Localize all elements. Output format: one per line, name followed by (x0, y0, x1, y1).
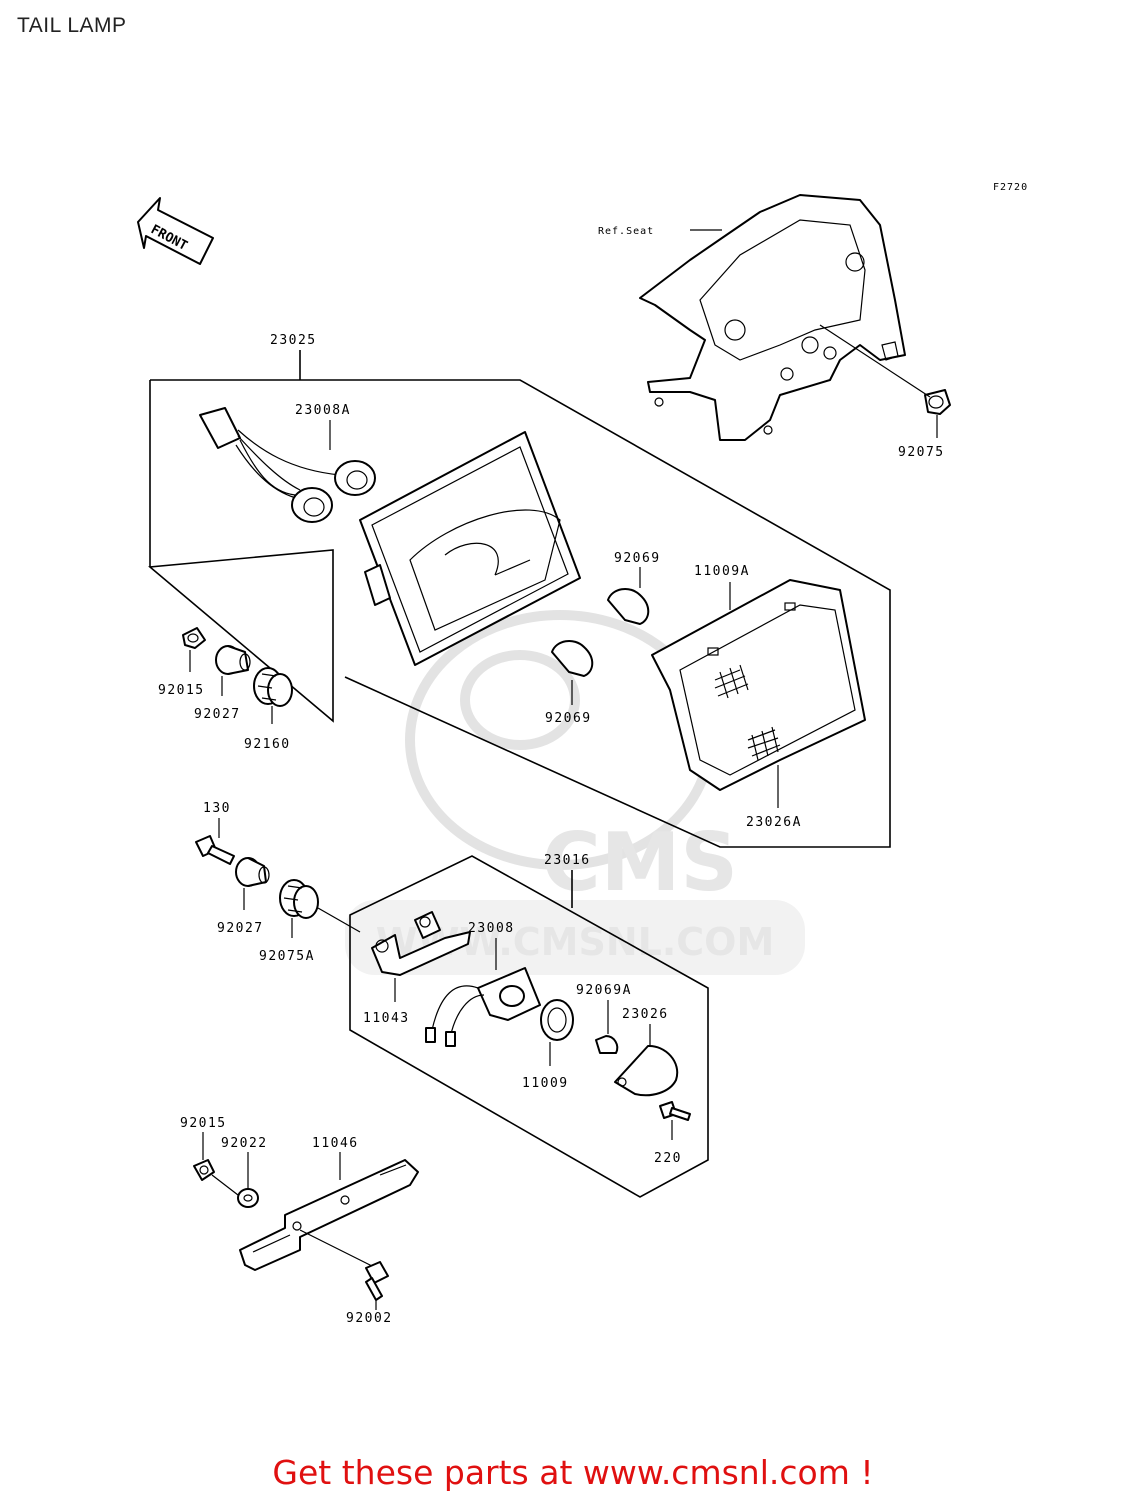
front-arrow-icon: FRONT (137, 197, 214, 265)
label-220: 220 (654, 1151, 682, 1166)
part-92069A-bulb (595, 1035, 619, 1054)
part-92069-bulb-lower (551, 640, 594, 677)
label-92069-lower: 92069 (545, 711, 592, 726)
exploded-parts-diagram: CMS WWW.CMSNL.COM F2720 FRONT Ref.Seat 9… (137, 182, 1028, 1326)
label-92075A: 92075A (259, 949, 315, 964)
part-23008A-harness (199, 407, 376, 523)
label-92027-upper: 92027 (194, 707, 241, 722)
label-92075: 92075 (898, 445, 945, 460)
label-11046: 11046 (312, 1136, 359, 1151)
part-92075A-grommet (279, 879, 319, 919)
part-tail-lamp-housing (359, 431, 581, 666)
ref-seat-label: Ref.Seat (598, 226, 654, 237)
label-92022: 92022 (221, 1136, 268, 1151)
part-92015-nut-upper (182, 627, 206, 649)
part-23008-socket (425, 967, 541, 1047)
part-92075-nut (924, 389, 951, 415)
label-23008A: 23008A (295, 403, 351, 418)
watermark-brand: CMS (542, 816, 738, 909)
assembly-23025-outline (148, 379, 891, 848)
part-92069-bulb-upper (607, 588, 650, 625)
page-title: TAIL LAMP (17, 14, 127, 37)
label-11043: 11043 (363, 1011, 410, 1026)
part-130-bolt (195, 835, 235, 865)
label-11009: 11009 (522, 1076, 569, 1091)
label-23026: 23026 (622, 1007, 669, 1022)
label-92069A: 92069A (576, 983, 632, 998)
part-11009A-lens (651, 579, 866, 791)
part-92160-grommet (253, 667, 293, 707)
part-92002-bolt (365, 1261, 389, 1301)
label-11009A: 11009A (694, 564, 750, 579)
label-92027-mid: 92027 (217, 921, 264, 936)
assembly-23016-outline (349, 855, 709, 1198)
part-11009-gasket (540, 999, 574, 1041)
label-23016: 23016 (544, 853, 591, 868)
label-92015-bottom: 92015 (180, 1116, 227, 1131)
label-23025: 23025 (270, 333, 317, 348)
label-130: 130 (203, 801, 231, 816)
seat-bracket (639, 194, 906, 441)
figure-code: F2720 (993, 182, 1028, 193)
part-92027-collar-mid (235, 857, 270, 887)
label-23026A: 23026A (746, 815, 802, 830)
label-92015-upper: 92015 (158, 683, 205, 698)
label-23008: 23008 (468, 921, 515, 936)
part-92027-collar-upper (215, 645, 251, 675)
part-220-screw (659, 1101, 691, 1121)
label-92069-upper: 92069 (614, 551, 661, 566)
part-11043-bracket (371, 911, 471, 976)
label-92002: 92002 (346, 1311, 393, 1326)
part-92022-washer (237, 1188, 259, 1208)
footer-promo-link[interactable]: Get these parts at www.cmsnl.com ! (272, 1453, 874, 1492)
part-11046-plate (239, 1159, 419, 1271)
label-92160: 92160 (244, 737, 291, 752)
part-92015-nut-bottom (193, 1159, 215, 1181)
part-23026-lens (614, 1044, 679, 1097)
